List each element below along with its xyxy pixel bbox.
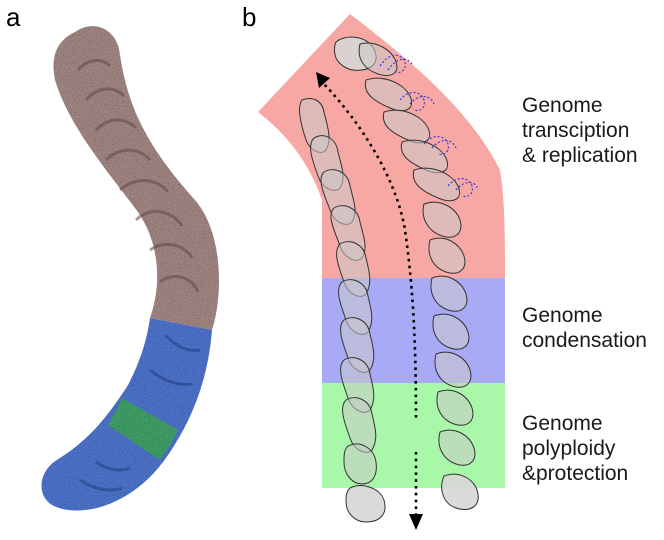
- right-nucleoid-stack: [334, 36, 479, 510]
- micrograph-green-band: [108, 398, 178, 460]
- arrow-head-up: [316, 72, 330, 88]
- arrow-path: [319, 79, 418, 421]
- micrograph-striations: [76, 59, 200, 293]
- micrograph-brown-region: [53, 26, 219, 330]
- label-condensation: Genome condensation: [522, 304, 647, 352]
- micrograph-blue-texture: [79, 333, 201, 492]
- panel-b-letter: b: [242, 2, 256, 32]
- micrograph: [41, 26, 219, 511]
- label-transcription-line-1: Genome: [522, 94, 603, 117]
- panel-a-letter: a: [6, 2, 21, 32]
- zone-labels: Genome transciption & replication Genome…: [522, 94, 647, 485]
- trajectory-arrow[interactable]: [316, 72, 423, 530]
- left-nucleoid-stack: [299, 98, 386, 523]
- label-polyploidy-line-3: &protection: [522, 462, 628, 485]
- label-polyploidy: Genome polyploidy &protection: [522, 412, 628, 485]
- label-transcription-line-3: & replication: [522, 144, 638, 167]
- label-polyploidy-line-2: polyploidy: [522, 437, 616, 460]
- schematic: [258, 14, 505, 530]
- replication-loops: [379, 54, 479, 198]
- label-transcription-line-2: transciption: [522, 119, 629, 142]
- label-condensation-line-1: Genome: [522, 304, 603, 327]
- label-polyploidy-line-1: Genome: [522, 412, 603, 435]
- label-condensation-line-2: condensation: [522, 329, 647, 352]
- label-transcription: Genome transciption & replication: [522, 94, 638, 167]
- arrow-head-down: [409, 514, 423, 530]
